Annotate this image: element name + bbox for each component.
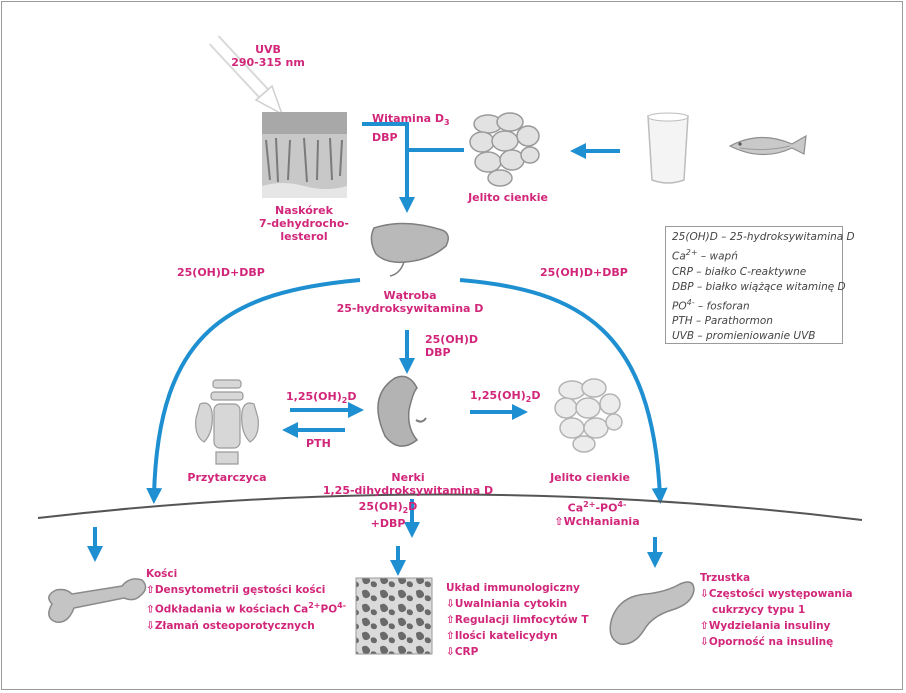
vitd3-label: Witamina D3 — [372, 112, 450, 129]
pancreas-illustration — [610, 582, 694, 644]
list-item: ⇩Złamań osteoporotycznych — [146, 618, 346, 634]
immune-effects: Układ immunologiczny ⇩Uwalniania cytokin… — [446, 580, 589, 660]
list-item: ⇧Odkładania w kościach Ca2+PO4- — [146, 598, 346, 618]
skin-illustration — [262, 112, 347, 198]
fish — [730, 136, 806, 155]
left-branch-label: 25(OH)D+DBP — [177, 266, 265, 279]
list-item: ⇩Uwalniania cytokin — [446, 596, 589, 612]
intestine-top-illustration — [470, 113, 539, 186]
bones-title: Kości — [146, 566, 346, 582]
parathyroid-label: Przytarczyca — [187, 471, 266, 484]
legend-item: Ca2+ – wapń — [672, 245, 842, 265]
legend-item: CRP – białko C-reaktywne — [672, 265, 842, 280]
dbp-label: DBP — [372, 131, 398, 144]
list-item: ⇧Densytometrii gęstości kości — [146, 582, 346, 598]
immune-tissue-illustration — [356, 578, 432, 654]
legend-box: 25(OH)D – 25-hydroksywitamina D Ca2+ – w… — [665, 226, 843, 344]
milk-glass — [648, 113, 688, 183]
legend-item: DBP – białko wiążące witaminę D — [672, 280, 842, 295]
pancreas-title: Trzustka — [700, 570, 853, 586]
bones-effects: Kości ⇧Densytometrii gęstości kości ⇧Odk… — [146, 566, 346, 634]
intestine-top-label: Jelito cienkie — [468, 191, 548, 204]
pth-label: PTH — [306, 437, 331, 450]
list-item: ⇧Wydzielania insuliny — [700, 618, 853, 634]
legend-item: PTH – Parathormon — [672, 314, 842, 329]
liver-illustration — [371, 223, 448, 276]
body-boundary-curve — [38, 494, 862, 520]
list-item: ⇩CRP — [446, 644, 589, 660]
intestine-mid-label: Jelito cienkie — [550, 471, 630, 484]
to-intestine-label: 1,25(OH)2D — [470, 389, 540, 406]
kidney-illustration — [378, 376, 426, 446]
pancreas-effects: Trzustka ⇩Częstości występowania cukrzyc… — [700, 570, 853, 650]
to-parathyroid-label: 1,25(OH)2D — [286, 390, 356, 407]
list-item: ⇧Ilości katelicydyn — [446, 628, 589, 644]
right-branch-label: 25(OH)D+DBP — [540, 266, 628, 279]
parathyroid-illustration — [196, 380, 259, 464]
intestine-mid-illustration — [555, 379, 622, 452]
bone-illustration — [49, 579, 146, 622]
legend-item: PO4- – fosforan — [672, 295, 842, 315]
list-item: ⇧Regulacji limfocytów T — [446, 612, 589, 628]
list-item: ⇩Częstości występowania — [700, 586, 853, 602]
list-item: cukrzycy typu 1 — [700, 602, 853, 618]
center-bottom-label: 25(OH)2D +DBP — [359, 500, 418, 530]
legend-item: 25(OH)D – 25-hydroksywitamina D — [672, 230, 842, 245]
legend-item: UVB – promieniowanie UVB — [672, 329, 842, 344]
ca-po4-label: Ca2+-PO4- ⇧Wchłaniania — [554, 498, 639, 528]
list-item: ⇩Oporność na insulinę — [700, 634, 853, 650]
left-curve-arrow — [154, 280, 360, 496]
immune-title: Układ immunologiczny — [446, 580, 589, 596]
